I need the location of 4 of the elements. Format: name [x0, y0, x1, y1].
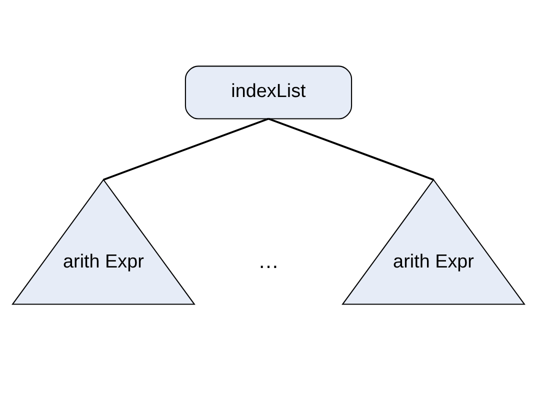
connector [268, 118, 434, 181]
connector [103, 118, 269, 181]
node-box: indexList [184, 66, 352, 120]
label: … [258, 250, 280, 274]
